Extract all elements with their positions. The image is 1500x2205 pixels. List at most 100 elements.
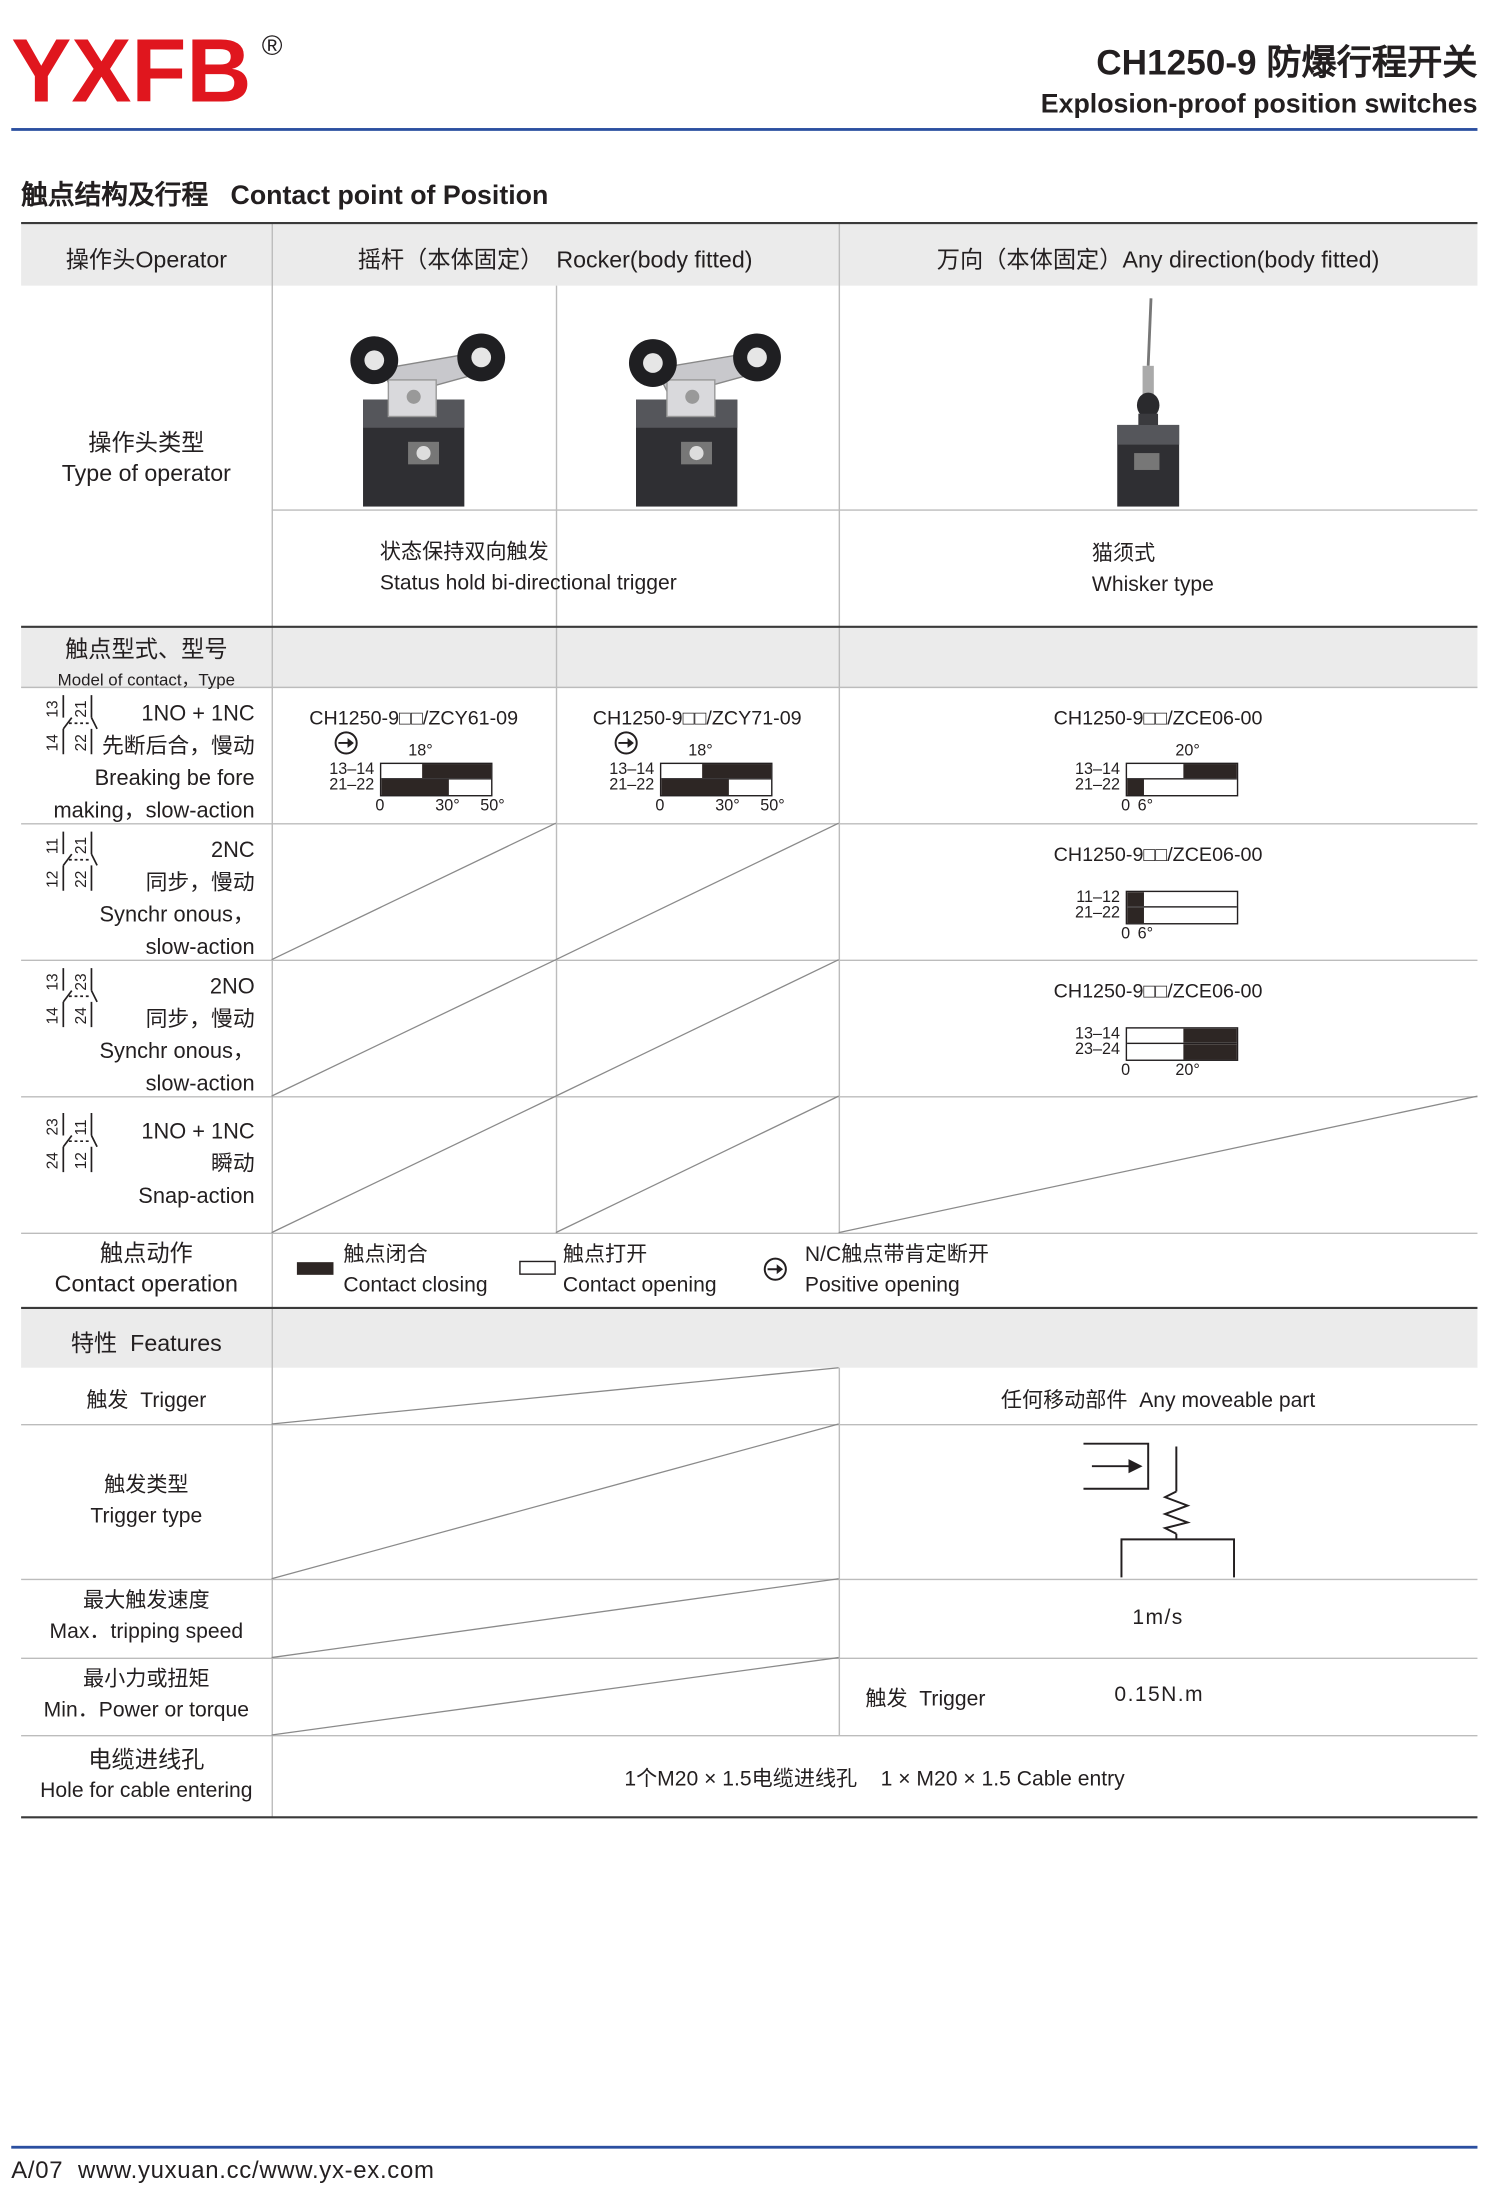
terminal-label: 14 <box>45 734 62 752</box>
angle-tick: 0 <box>1121 1062 1131 1080</box>
contact-timing-row <box>1127 1028 1237 1045</box>
closed-segment <box>1183 1028 1237 1043</box>
contact-model-number: CH1250-9□□/ZCE06-00 <box>1053 842 1263 866</box>
min-power-value: 0.15N.m <box>1114 1682 1205 1707</box>
legend-closing-cn: 触点闭合 <box>343 1242 428 1267</box>
contact-pair-label: 21–22 <box>609 776 655 794</box>
terminal-label: 11 <box>45 838 62 854</box>
legend-positive-en: Positive opening <box>804 1273 960 1298</box>
contact-header-bg <box>21 627 1478 687</box>
terminal-label: 14 <box>45 1007 62 1025</box>
header-any-direction: 万向（本体固定）Any direction(body fitted) <box>936 247 1380 273</box>
features-header: 特性 Features <box>70 1331 222 1357</box>
contact-type-desc: Synchr onous， <box>99 903 255 928</box>
open-contact-swatch <box>519 1260 556 1275</box>
header-row-bg <box>21 223 1478 286</box>
angle-tick: 50° <box>480 797 505 815</box>
legend-opening-cn: 触点打开 <box>562 1242 648 1267</box>
trigger-type-symbol-icon <box>1083 1442 1236 1578</box>
contact-timing-bar <box>659 762 773 797</box>
closed-contact-swatch <box>296 1262 334 1275</box>
positive-opening-icon <box>334 731 358 755</box>
contact-symbol-icon: 13 14 23 24 <box>45 968 98 1028</box>
whisker-description-cn: 猫须式 <box>1091 541 1156 566</box>
legend-positive-cn: N/C触点带肯定断开 <box>804 1242 989 1267</box>
contact-type-desc: Snap-action <box>138 1184 255 1209</box>
angle-tick: 6° <box>1137 925 1154 943</box>
contact-pair-label: 21–22 <box>1075 904 1121 922</box>
whisker-switch-image <box>1117 298 1180 507</box>
terminal-label: 24 <box>45 1152 62 1170</box>
brand-logo: YXFB <box>11 19 252 122</box>
terminal-label: 12 <box>73 1152 90 1169</box>
trigger-type-label: 触发类型 Trigger type <box>21 1470 271 1532</box>
contact-pair-label: 21–22 <box>329 776 375 794</box>
angle-tick: 0 <box>655 797 665 815</box>
contact-pair-label: 13–14 <box>609 761 655 779</box>
contact-operation-label: 触点动作 Contact operation <box>21 1238 271 1300</box>
angle-tick-top: 18° <box>688 742 713 760</box>
contact-model-number: CH1250-9□□/ZCE06-00 <box>1053 706 1263 729</box>
contact-type-desc: 同步，慢动 <box>145 870 255 895</box>
section-title: 触点结构及行程 Contact point of Position <box>21 181 549 212</box>
trigger-label: 触发 Trigger <box>86 1388 207 1413</box>
legend-opening-en: Contact opening <box>562 1273 717 1298</box>
contact-model-number: CH1250-9□□/ZCY61-09 <box>309 706 519 729</box>
contact-pair-label: 13–14 <box>1075 1025 1121 1043</box>
closed-segment <box>421 764 492 779</box>
contact-type-desc: 瞬动 <box>211 1152 255 1177</box>
contact-type-desc: slow-action <box>145 935 255 960</box>
min-power-label: 最小力或扭矩 Min．Power or torque <box>21 1665 271 1727</box>
closed-segment <box>1183 764 1237 779</box>
footer-text: A/07 www.yuxuan.cc/www.yx-ex.com <box>11 2157 435 2184</box>
contact-timing-row <box>1127 1044 1237 1060</box>
contact-timing-bar <box>1125 1027 1239 1061</box>
cable-entry-cn: 电缆进线孔 <box>88 1747 205 1773</box>
features-header-bg <box>21 1308 1478 1368</box>
terminal-label: 12 <box>45 871 62 888</box>
trigger-type-en: Trigger type <box>90 1504 203 1529</box>
legend-opening: 触点打开 Contact opening <box>563 1240 717 1302</box>
contact-symbol-icon: 23 24 11 12 <box>45 1113 98 1173</box>
contact-timing-row <box>381 779 491 796</box>
contact-symbol-icon: 13 14 21 22 <box>45 695 98 755</box>
max-speed-label: 最大触发速度 Max．tripping speed <box>21 1586 271 1648</box>
rocker-description-en: Status hold bi-directional trigger <box>379 571 677 596</box>
rocker-description-cn: 状态保持双向触发 <box>379 540 549 565</box>
cable-entry-en: Hole for cable entering <box>40 1778 253 1803</box>
contact-pair-label: 21–22 <box>1075 776 1121 794</box>
page-subtitle: Explosion-proof position switches <box>1040 90 1478 120</box>
contact-operation-en: Contact operation <box>54 1272 238 1298</box>
contact-operation-cn: 触点动作 <box>99 1241 193 1267</box>
min-power-cn: 最小力或扭矩 <box>82 1667 210 1692</box>
rocker-switch-image-2 <box>628 333 781 507</box>
angle-tick: 6° <box>1137 797 1154 815</box>
positive-opening-icon <box>614 731 638 755</box>
terminal-label: 23 <box>45 1118 62 1135</box>
legend-closing-en: Contact closing <box>343 1273 488 1298</box>
contact-type-desc: Breaking be fore <box>94 766 255 791</box>
closed-segment <box>1127 892 1144 907</box>
angle-tick: 0 <box>375 797 385 815</box>
positive-opening-icon <box>763 1257 787 1281</box>
terminal-label: 22 <box>73 734 90 751</box>
contact-type-code: 2NC <box>211 838 255 863</box>
angle-tick: 0 <box>1121 797 1131 815</box>
cable-entry-value: 1个M20 × 1.5电缆进线孔 1 × M20 × 1.5 Cable ent… <box>624 1767 1125 1792</box>
terminal-label: 24 <box>73 1007 90 1025</box>
rocker-description: 状态保持双向触发 Status hold bi-directional trig… <box>380 538 677 600</box>
contact-pair-label: 23–24 <box>1075 1041 1121 1059</box>
contact-timing-bar <box>1125 762 1239 797</box>
closed-segment <box>381 779 449 796</box>
